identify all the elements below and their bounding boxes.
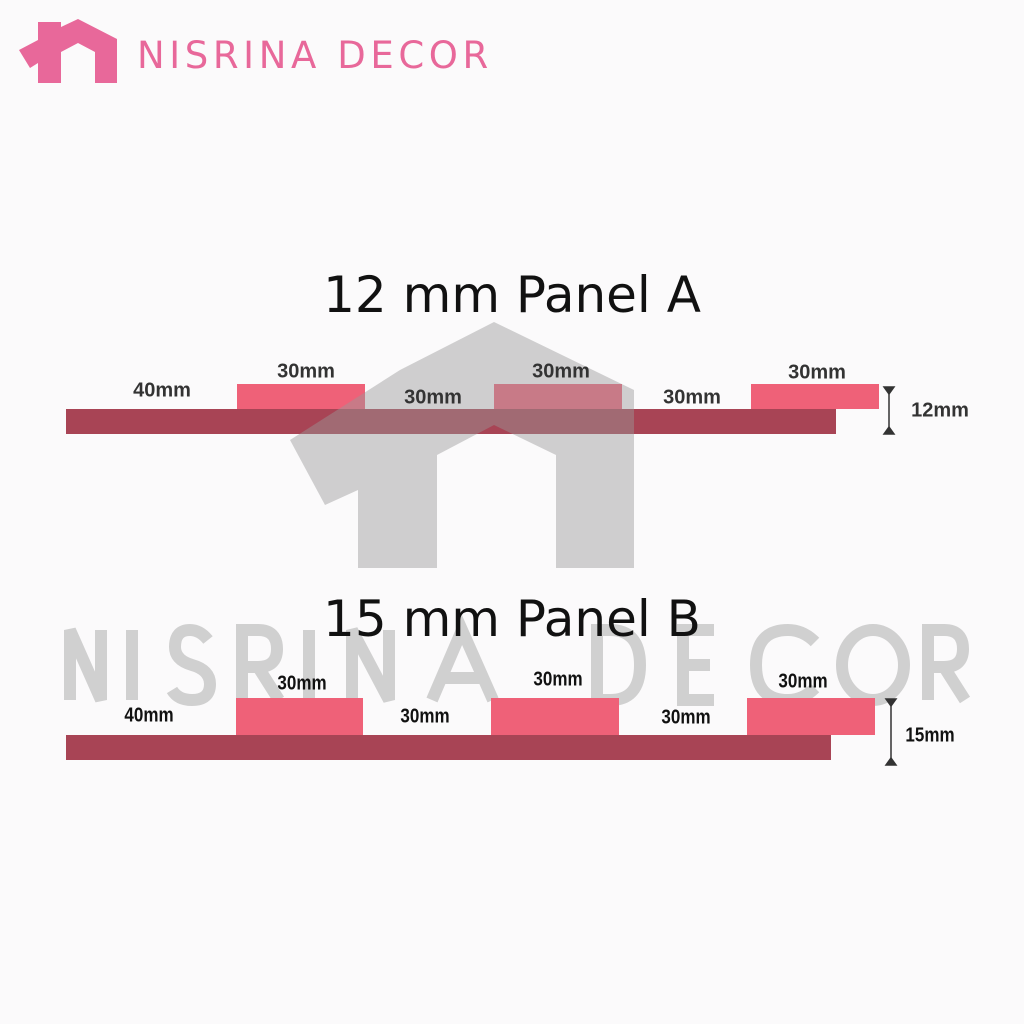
panel-b-slat bbox=[236, 698, 363, 735]
panel-a-thickness-label: 12mm bbox=[911, 399, 969, 422]
panel-a-gap-label: 30mm bbox=[404, 386, 462, 409]
panel-b-base bbox=[66, 735, 831, 760]
panel-b-top-label: 30mm bbox=[778, 670, 828, 693]
panel-a-top-label: 30mm bbox=[788, 361, 846, 384]
panel-a-slat bbox=[237, 384, 365, 409]
panel-b-gap-label: 30mm bbox=[400, 705, 450, 728]
panel-b-slat bbox=[491, 698, 619, 735]
panel-a-title: 12 mm Panel A bbox=[323, 266, 701, 324]
panel-a-base bbox=[66, 409, 836, 434]
panel-a-base-label: 40mm bbox=[133, 379, 191, 402]
panel-b-dimension-arrow bbox=[884, 698, 898, 766]
panel-a-slat bbox=[494, 384, 622, 409]
watermark-house-icon bbox=[290, 322, 634, 568]
panel-b-top-label: 30mm bbox=[277, 672, 327, 695]
panel-a-dimension-arrow bbox=[882, 386, 896, 435]
panel-b-gap-label: 30mm bbox=[661, 706, 711, 729]
panel-b-top-label: 30mm bbox=[533, 668, 583, 691]
house-logo-icon bbox=[19, 19, 117, 83]
panel-b-base-label: 40mm bbox=[124, 704, 174, 727]
panel-b-slat bbox=[747, 698, 875, 735]
panel-a-slat bbox=[751, 384, 879, 409]
panel-b-thickness-label: 15mm bbox=[905, 724, 955, 747]
panel-b-title: 15 mm Panel B bbox=[323, 590, 701, 648]
panel-a-top-label: 30mm bbox=[532, 360, 590, 383]
brand-name: NISRINA DECOR bbox=[137, 34, 493, 77]
panel-a-gap-label: 30mm bbox=[663, 386, 721, 409]
panel-a-top-label: 30mm bbox=[277, 360, 335, 383]
